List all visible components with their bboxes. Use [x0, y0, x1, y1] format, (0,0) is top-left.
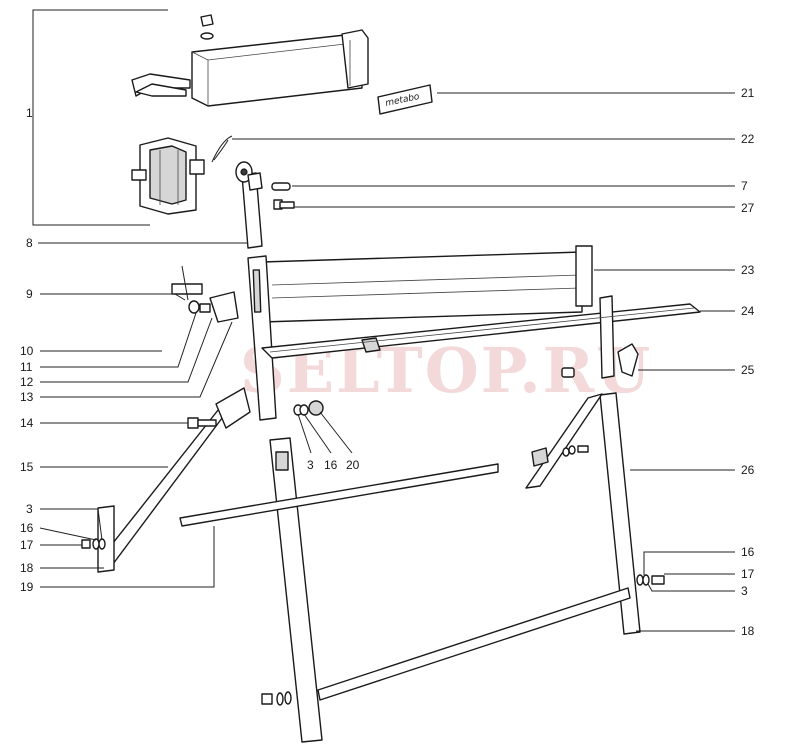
callout-16-right: 16 — [741, 545, 755, 559]
callout-25: 25 — [741, 363, 755, 377]
cross-rail-19-upper — [179, 463, 499, 527]
clamp-lever — [131, 73, 191, 97]
clamp-block — [131, 137, 205, 215]
callout-18-left: 18 — [20, 561, 34, 575]
callout-17-left: 17 — [20, 538, 34, 552]
bracket-25 — [617, 343, 639, 377]
callout-3-left: 3 — [26, 502, 33, 516]
callout-27: 27 — [741, 201, 755, 215]
washers-3-16-20 — [293, 400, 324, 416]
callout-18-right: 18 — [741, 624, 755, 638]
nut-small — [200, 14, 214, 40]
group-1-bracket — [32, 9, 168, 226]
callout-10: 10 — [20, 344, 34, 358]
nut-25 — [561, 367, 575, 378]
left-front-leg — [269, 437, 323, 743]
callout-19: 19 — [20, 580, 34, 594]
screw-27 — [273, 199, 295, 210]
callout-labels: 1 21 22 7 27 8 23 9 24 10 11 12 13 25 14… — [20, 86, 755, 638]
callout-3-center: 3 — [307, 458, 314, 472]
callout-14: 14 — [20, 416, 34, 430]
fastener-11 — [188, 300, 211, 314]
pin-7 — [271, 182, 291, 191]
brace-15 — [97, 387, 251, 569]
fasteners-brace-right — [562, 445, 589, 457]
callout-17-right: 17 — [741, 567, 755, 581]
callout-16-left: 16 — [20, 521, 34, 535]
tube-upright-8 — [235, 161, 263, 249]
callout-3-right: 3 — [741, 584, 748, 598]
callout-22: 22 — [741, 132, 755, 146]
callout-11: 11 — [20, 360, 33, 374]
brace-right — [525, 393, 603, 489]
callout-13: 13 — [20, 390, 34, 404]
callout-8: 8 — [26, 236, 33, 250]
left-rear-leg-18 — [97, 505, 115, 573]
callout-20: 20 — [346, 458, 360, 472]
plate-13 — [209, 291, 239, 323]
bar-24 — [261, 295, 701, 379]
clamp-housing — [191, 29, 369, 107]
fasteners-bottom — [261, 691, 292, 706]
callout-12: 12 — [20, 375, 34, 389]
leader-lines — [38, 92, 735, 632]
callout-1: 1 — [26, 106, 33, 120]
brand-plate: metabo — [377, 84, 433, 115]
fasteners-right-17-16-3 — [636, 574, 665, 586]
callout-26: 26 — [741, 463, 755, 477]
callout-15: 15 — [20, 460, 34, 474]
callout-7: 7 — [741, 179, 748, 193]
callout-23: 23 — [741, 263, 755, 277]
screw-14 — [187, 417, 217, 429]
fasteners-left-17-16-3 — [81, 538, 106, 550]
left-upright-post — [247, 255, 277, 421]
table-panel-23 — [261, 245, 593, 323]
callout-9: 9 — [26, 287, 33, 301]
callout-16-center: 16 — [324, 458, 338, 472]
callout-24: 24 — [741, 304, 755, 318]
callout-21: 21 — [741, 86, 755, 100]
right-rear-leg-26 — [599, 392, 641, 635]
split-pin — [211, 135, 233, 163]
cross-rail-lower — [317, 587, 631, 701]
